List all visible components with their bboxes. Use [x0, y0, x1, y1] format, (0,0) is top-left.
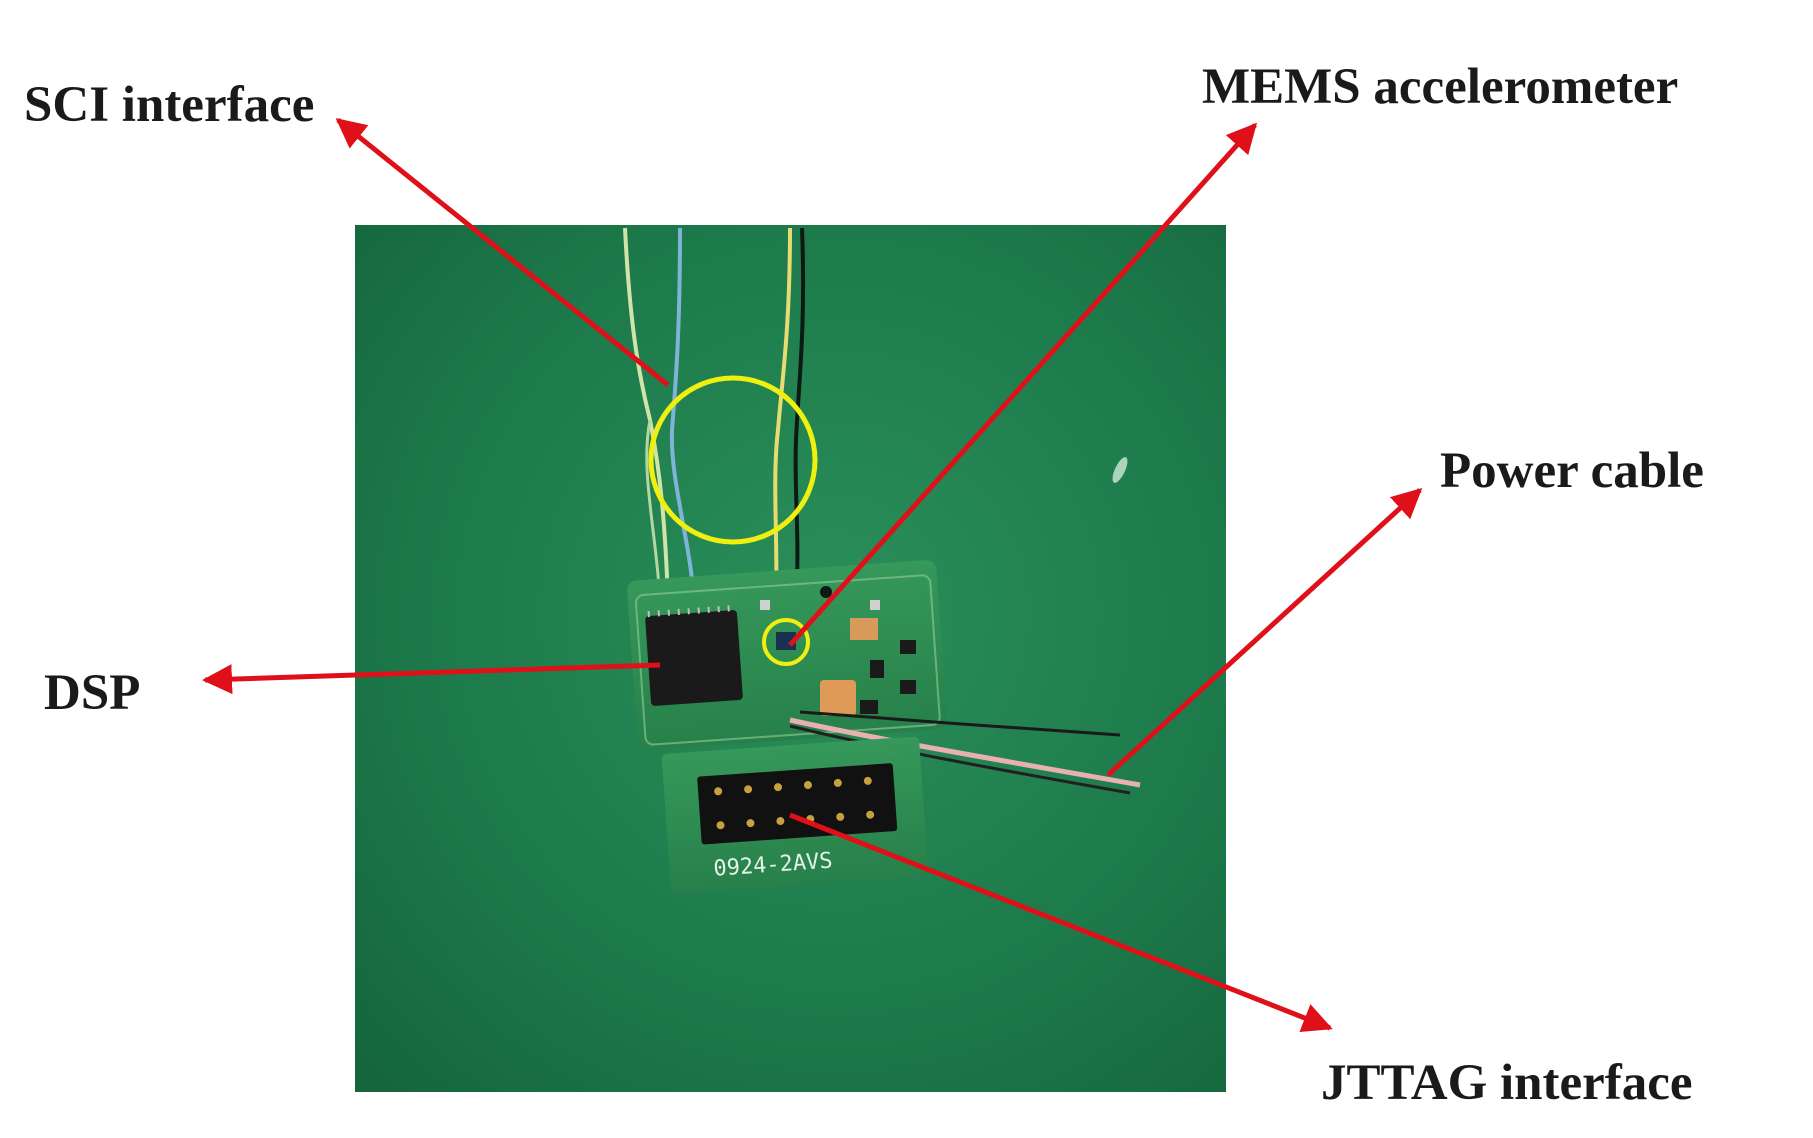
- mems-highlight-circle: [762, 618, 810, 666]
- dsp-arrow: [202, 662, 661, 695]
- mems-accelerometer-label: MEMS accelerometer: [1202, 59, 1679, 115]
- jtag-arrow: [789, 812, 1333, 1033]
- sci-arrow: [335, 118, 670, 387]
- photo: 0924-2AVS: [355, 225, 1226, 1092]
- sci-highlight-circle: [648, 375, 818, 545]
- dsp-chip: [645, 610, 743, 706]
- main-pcb: [627, 560, 947, 750]
- dsp-label: DSP: [44, 665, 141, 721]
- callout-arrows: [202, 118, 1423, 1033]
- mems-arrow: [788, 122, 1257, 647]
- sci-interface-label: SCI interface: [24, 77, 315, 133]
- power-cable-label: Power cable: [1440, 443, 1704, 499]
- jtag-interface-label: JTTAG interface: [1321, 1055, 1693, 1111]
- power-arrow: [1106, 487, 1423, 777]
- sci-wires: [623, 227, 806, 601]
- power-cable: [789, 710, 1141, 795]
